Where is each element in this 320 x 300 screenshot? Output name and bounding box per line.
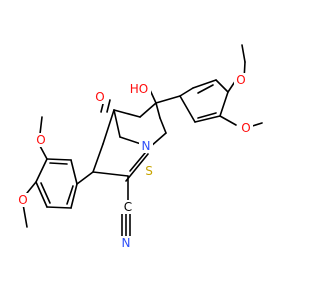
bond xyxy=(66,185,74,205)
sulfur-ring: S xyxy=(145,164,153,178)
bond xyxy=(125,153,149,182)
bond xyxy=(197,112,217,119)
bond xyxy=(39,116,43,135)
bond xyxy=(39,145,48,160)
bond xyxy=(92,171,129,177)
nitrogen-nitrile: N xyxy=(122,236,131,250)
bond xyxy=(192,79,217,89)
bond xyxy=(49,162,68,165)
bond xyxy=(22,203,28,228)
oxygen-methoxy-right-bottom: O xyxy=(241,121,250,135)
bond xyxy=(46,158,72,161)
bond xyxy=(179,95,196,123)
oxygen-methoxy-right-top: O xyxy=(236,73,245,87)
bond xyxy=(106,99,111,113)
bond xyxy=(40,182,51,204)
bond xyxy=(113,109,141,118)
bond xyxy=(70,159,78,185)
bond xyxy=(92,143,104,173)
bond xyxy=(179,87,194,97)
bond xyxy=(35,181,48,208)
bond xyxy=(35,158,48,183)
bond xyxy=(155,95,181,104)
oxygen-methoxy-left-top: O xyxy=(36,133,45,147)
bond xyxy=(113,109,121,138)
bond xyxy=(26,181,37,194)
bond xyxy=(197,84,214,94)
bond xyxy=(155,102,161,119)
bond xyxy=(70,183,78,209)
carbon-nitrile: C xyxy=(124,200,132,214)
hydroxyl-group: HO xyxy=(130,82,148,96)
bond xyxy=(241,44,246,63)
bond xyxy=(219,91,229,117)
bond xyxy=(194,115,221,123)
bond xyxy=(46,206,72,209)
molecule-structure: O O O O O HO N S C N xyxy=(16,44,263,250)
bond xyxy=(139,102,157,118)
bond xyxy=(159,117,167,134)
bond xyxy=(102,109,115,145)
bonds xyxy=(22,44,263,237)
bond xyxy=(215,79,229,93)
atom-labels: O O O O O HO N S C N xyxy=(16,73,253,250)
nitrogen-ring: N xyxy=(142,139,151,153)
oxygen-ketone: O xyxy=(95,90,104,104)
bond xyxy=(219,115,237,126)
oxygen-methoxy-left-bottom: O xyxy=(18,193,27,207)
bond xyxy=(76,171,94,185)
